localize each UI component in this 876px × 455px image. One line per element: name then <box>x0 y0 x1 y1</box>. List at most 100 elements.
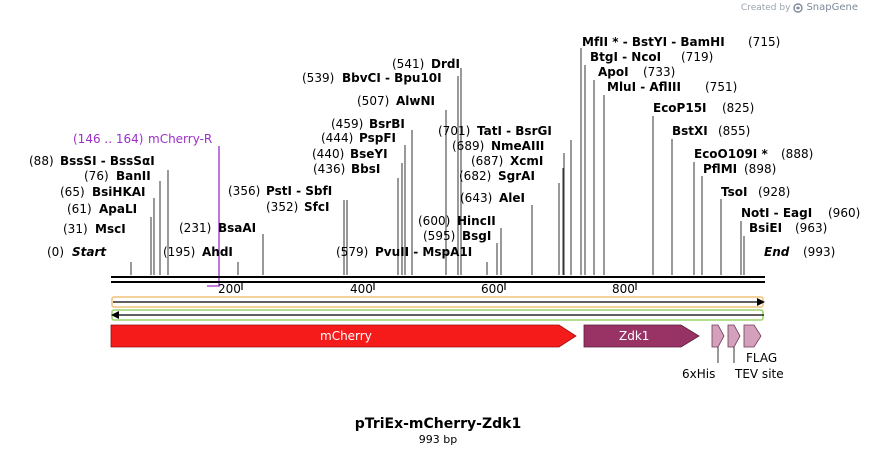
site-position: (76) <box>84 169 109 183</box>
site-pspfi[interactable]: (444)PspFI <box>321 131 396 145</box>
site-name: BanII <box>116 169 151 183</box>
site-position: (440) <box>312 147 344 161</box>
feature-flag-arrow <box>743 324 762 348</box>
site-position: (715) <box>748 35 780 49</box>
site-position: (65) <box>60 185 85 199</box>
feature-tev-site[interactable]: TEV site <box>727 324 784 381</box>
orf-frames <box>111 296 765 321</box>
feature-tev-site-arrow <box>727 324 741 348</box>
site-position: (459) <box>331 117 363 131</box>
site-name: EcoO109I * <box>694 147 768 161</box>
site-position: (579) <box>336 245 368 259</box>
site-banii[interactable]: (76) BanII <box>84 169 151 183</box>
site-name: AhdI <box>202 245 233 259</box>
backbone-top-strand <box>111 276 765 278</box>
site-apali[interactable]: (61)ApaLI <box>67 202 137 216</box>
site-xcmi[interactable]: (687)XcmI <box>471 154 543 168</box>
site-ecop15i[interactable]: EcoP15I(825) <box>653 101 754 115</box>
site-bbsi[interactable]: (436)BbsI <box>313 162 380 176</box>
site-name: DrdI <box>431 57 460 71</box>
orf-forward-arrowhead <box>757 298 765 306</box>
ruler: 200 400 600 800 <box>218 282 637 296</box>
site-position: (682) <box>459 169 491 183</box>
site-tsoi[interactable]: TsoI (928) <box>721 185 790 199</box>
site-position: (928) <box>758 185 790 199</box>
site-bbvci[interactable]: (539)BbvCI - Bpu10I <box>302 71 442 85</box>
site-drdi[interactable]: (541)DrdI <box>392 57 460 71</box>
site-sfci[interactable]: (352)SfcI <box>266 200 329 214</box>
site-alei[interactable]: (643)AleI <box>460 191 525 205</box>
plasmid-title: pTriEx-mCherry-Zdk1 <box>354 416 522 432</box>
site-psti[interactable]: (356)PstI - SbfI <box>228 184 332 198</box>
site-name: HincII <box>457 214 496 228</box>
site-mfli[interactable]: MfII * - BstYI - BamHI(715) <box>582 35 780 49</box>
site-bstxi[interactable]: BstXI(855) <box>672 124 750 138</box>
site-position: (444) <box>321 131 353 145</box>
site-name: BsrBI <box>369 117 405 131</box>
plasmid-length: 993 bp <box>418 433 458 446</box>
site-bsihkai[interactable]: (65) BsiHKAI <box>60 185 146 199</box>
site-noti[interactable]: NotI - EagI (960) <box>741 206 860 220</box>
site-name: ApoI <box>598 65 629 79</box>
site-nmeaiii[interactable]: (689)NmeAIII <box>452 139 544 153</box>
credit-brand: SnapGene <box>806 2 858 13</box>
feature-6xhis[interactable]: 6xHis <box>682 324 725 381</box>
site-bsgi[interactable]: (595)BsgI <box>423 229 491 243</box>
site-bsaai[interactable]: (231)BsaAI <box>179 221 256 235</box>
ruler-label-600: 600 <box>481 282 504 296</box>
site-sgrai[interactable]: (682)SgrAI <box>459 169 535 183</box>
site-bsrbi[interactable]: (459) BsrBI <box>331 117 405 131</box>
site-name: AleI <box>499 191 525 205</box>
site-position: (898) <box>744 162 776 176</box>
site-name: PvuII - MspA1I <box>375 245 472 259</box>
site-name: TsoI <box>721 185 747 199</box>
site-pvuii[interactable]: (579) PvuII - MspA1I <box>336 245 472 259</box>
feature-zdk1[interactable]: Zdk1 <box>583 324 700 348</box>
site-apoi[interactable]: ApoI (733) <box>598 65 675 79</box>
credit-prefix: Created by <box>740 2 791 13</box>
site-name: NotI - EagI <box>741 206 812 220</box>
site-bseyi[interactable]: (440) BseYI <box>312 147 388 161</box>
site-name: PstI - SbfI <box>266 184 332 198</box>
site-position: (855) <box>718 124 750 138</box>
ruler-label-400: 400 <box>350 282 373 296</box>
site-btgi[interactable]: BtgI - NcoI (719) <box>590 50 713 64</box>
primer-mcherry-r[interactable]: (146 .. 164) mCherry-R <box>73 132 220 287</box>
site-name: BsiHKAI <box>92 185 146 199</box>
orf-reverse-arrowhead <box>111 311 119 319</box>
site-position: (733) <box>643 65 675 79</box>
site-bsssi[interactable]: (88) BssSI - BssSαI <box>29 154 155 168</box>
feature-mcherry[interactable]: mCherry <box>110 324 577 348</box>
site-name: BsaAI <box>218 221 256 235</box>
site-ahdi[interactable]: (195)AhdI <box>163 245 233 259</box>
site-ecoo109i[interactable]: EcoO109I * (888) <box>694 147 813 161</box>
site-hincii[interactable]: (600)HincII <box>418 214 496 228</box>
site-name: EcoP15I <box>653 101 707 115</box>
site-position: (963) <box>795 221 827 235</box>
feature-flag-label: FLAG <box>746 351 777 365</box>
site-name: BssSI - BssSαI <box>60 154 155 168</box>
site-position: (88) <box>29 154 54 168</box>
feature-flag[interactable]: FLAG <box>743 324 777 365</box>
site-position: (595) <box>423 229 455 243</box>
primer-range: (146 .. 164) <box>73 132 143 146</box>
site-position: (888) <box>781 147 813 161</box>
site-name: BseYI <box>350 147 388 161</box>
site-bsiei[interactable]: BsiEI (963) <box>749 221 827 235</box>
site-name: BtgI - NcoI <box>590 50 661 64</box>
site-position: (436) <box>313 162 345 176</box>
feature-mcherry-label: mCherry <box>320 329 372 343</box>
site-tati[interactable]: (701)TatI - BsrGI <box>438 124 552 138</box>
site-name: BsiEI <box>749 221 782 235</box>
end-position: (993) <box>803 245 835 259</box>
snapgene-logo-icon <box>793 2 804 13</box>
site-mlui[interactable]: MluI - AflIII(751) <box>607 80 737 94</box>
restriction-sites: (31)MscI (61)ApaLI (65) BsiHKAI (76) BanII… <box>29 35 860 259</box>
primer-arrow <box>207 146 220 287</box>
site-msci[interactable]: (31)MscI <box>63 222 126 236</box>
end-label: End <box>764 245 790 259</box>
site-pflmi[interactable]: PflMI(898) <box>703 162 776 176</box>
site-position: (960) <box>828 206 860 220</box>
site-alwni[interactable]: (507)AlwNI <box>357 94 435 108</box>
site-position: (719) <box>681 50 713 64</box>
